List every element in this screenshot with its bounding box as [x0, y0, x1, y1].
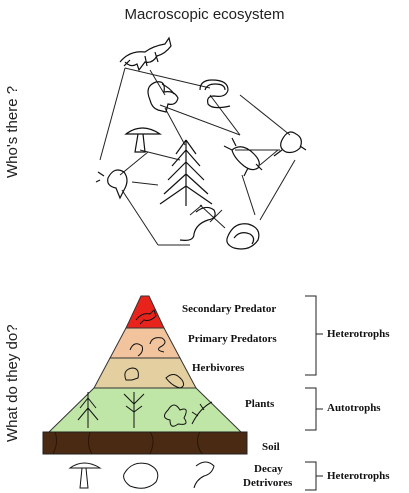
plants-label: Plants [245, 398, 274, 410]
millipede-icon [227, 224, 259, 249]
tree-icon [160, 140, 212, 206]
fox-icon [120, 38, 171, 70]
decay-label: Decay [254, 463, 283, 475]
trophic-pyramid [43, 296, 247, 454]
soil-label: Soil [262, 441, 280, 453]
squirrel-icon [148, 82, 178, 112]
autotrophs-label: Autotrophs [327, 402, 381, 414]
plants-level [49, 388, 241, 432]
frog-icon [274, 132, 306, 156]
heterotrophs-lower-bracket [305, 462, 323, 490]
primary-predators-label: Primary Predators [188, 333, 277, 345]
snake-icon [200, 80, 230, 108]
soil-level [43, 432, 247, 454]
decay-millipede-icon [124, 463, 158, 488]
decay-mushroom-icon [70, 463, 100, 488]
heterotrophs-upper-label: Heterotrophs [327, 328, 390, 340]
secondary-predator-level [126, 296, 164, 328]
heterotrophs-lower-label: Heterotrophs [327, 470, 390, 482]
heterotrophs-upper-bracket [305, 296, 323, 375]
secondary-predator-label: Secondary Predator [182, 303, 276, 315]
primary-predators-level [110, 328, 180, 358]
detrivores-label: Detrivores [243, 477, 292, 489]
bird-icon [96, 170, 127, 198]
worm-icon [180, 207, 215, 240]
beetle-icon [224, 138, 262, 176]
herbivores-label: Herbivores [192, 362, 244, 374]
autotrophs-bracket [305, 388, 323, 430]
mushroom-icon [126, 128, 160, 152]
decay-worm-icon [194, 462, 214, 488]
herbivores-level [94, 358, 196, 388]
